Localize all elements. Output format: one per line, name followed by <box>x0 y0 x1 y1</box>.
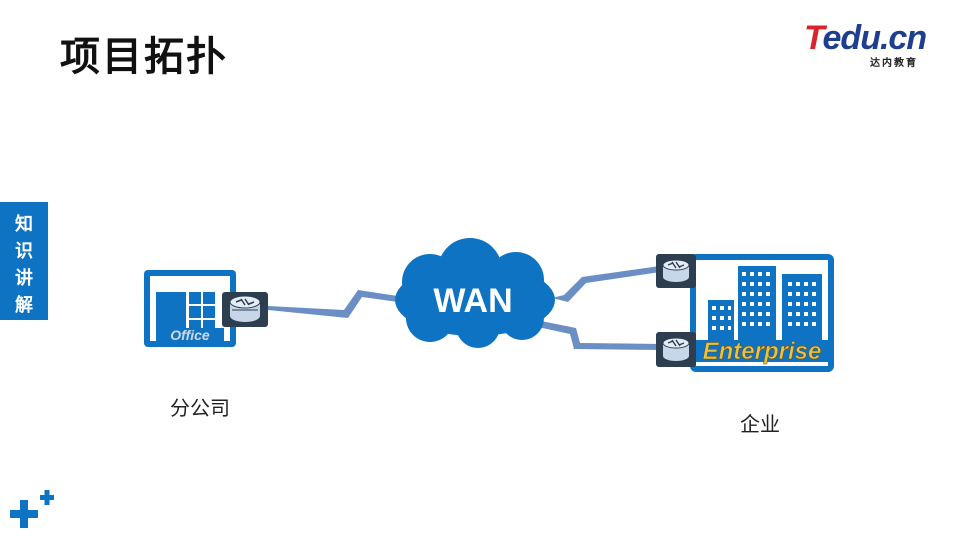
router-icon <box>656 254 696 288</box>
router-icon <box>656 332 696 367</box>
tedu-logo: Tedu.cn 达内教育 <box>804 18 944 70</box>
logo-brand-rest: edu.cn <box>822 19 928 57</box>
branch-label: 分公司 <box>170 396 230 420</box>
side-tab-char-4: 解 <box>15 295 33 316</box>
enterprise-badge: Enterprise <box>703 338 822 365</box>
router-icon <box>222 292 268 327</box>
side-tab-knowledge: 知 识 讲 解 <box>0 202 48 320</box>
office-badge: Office <box>170 327 210 343</box>
side-tab-char-1: 知 <box>15 214 33 235</box>
side-tab-char-3: 讲 <box>15 268 33 289</box>
logo-brand-first: T <box>804 19 823 57</box>
hq-label: 企业 <box>740 412 780 436</box>
wan-cloud-icon: WAN <box>395 238 555 348</box>
link-wan-hq-bottom <box>524 318 662 350</box>
page-title: 项目拓扑 <box>60 34 228 80</box>
link-branch-wan <box>268 290 398 318</box>
side-tab-char-2: 识 <box>15 241 33 262</box>
wan-label: WAN <box>433 282 512 320</box>
link-wan-hq-top <box>552 266 660 302</box>
logo-tagline: 达内教育 <box>870 58 918 69</box>
enterprise-building-icon: Enterprise <box>690 254 834 372</box>
plus-decoration-icon <box>10 490 54 528</box>
office-building-icon: Office <box>144 270 236 347</box>
